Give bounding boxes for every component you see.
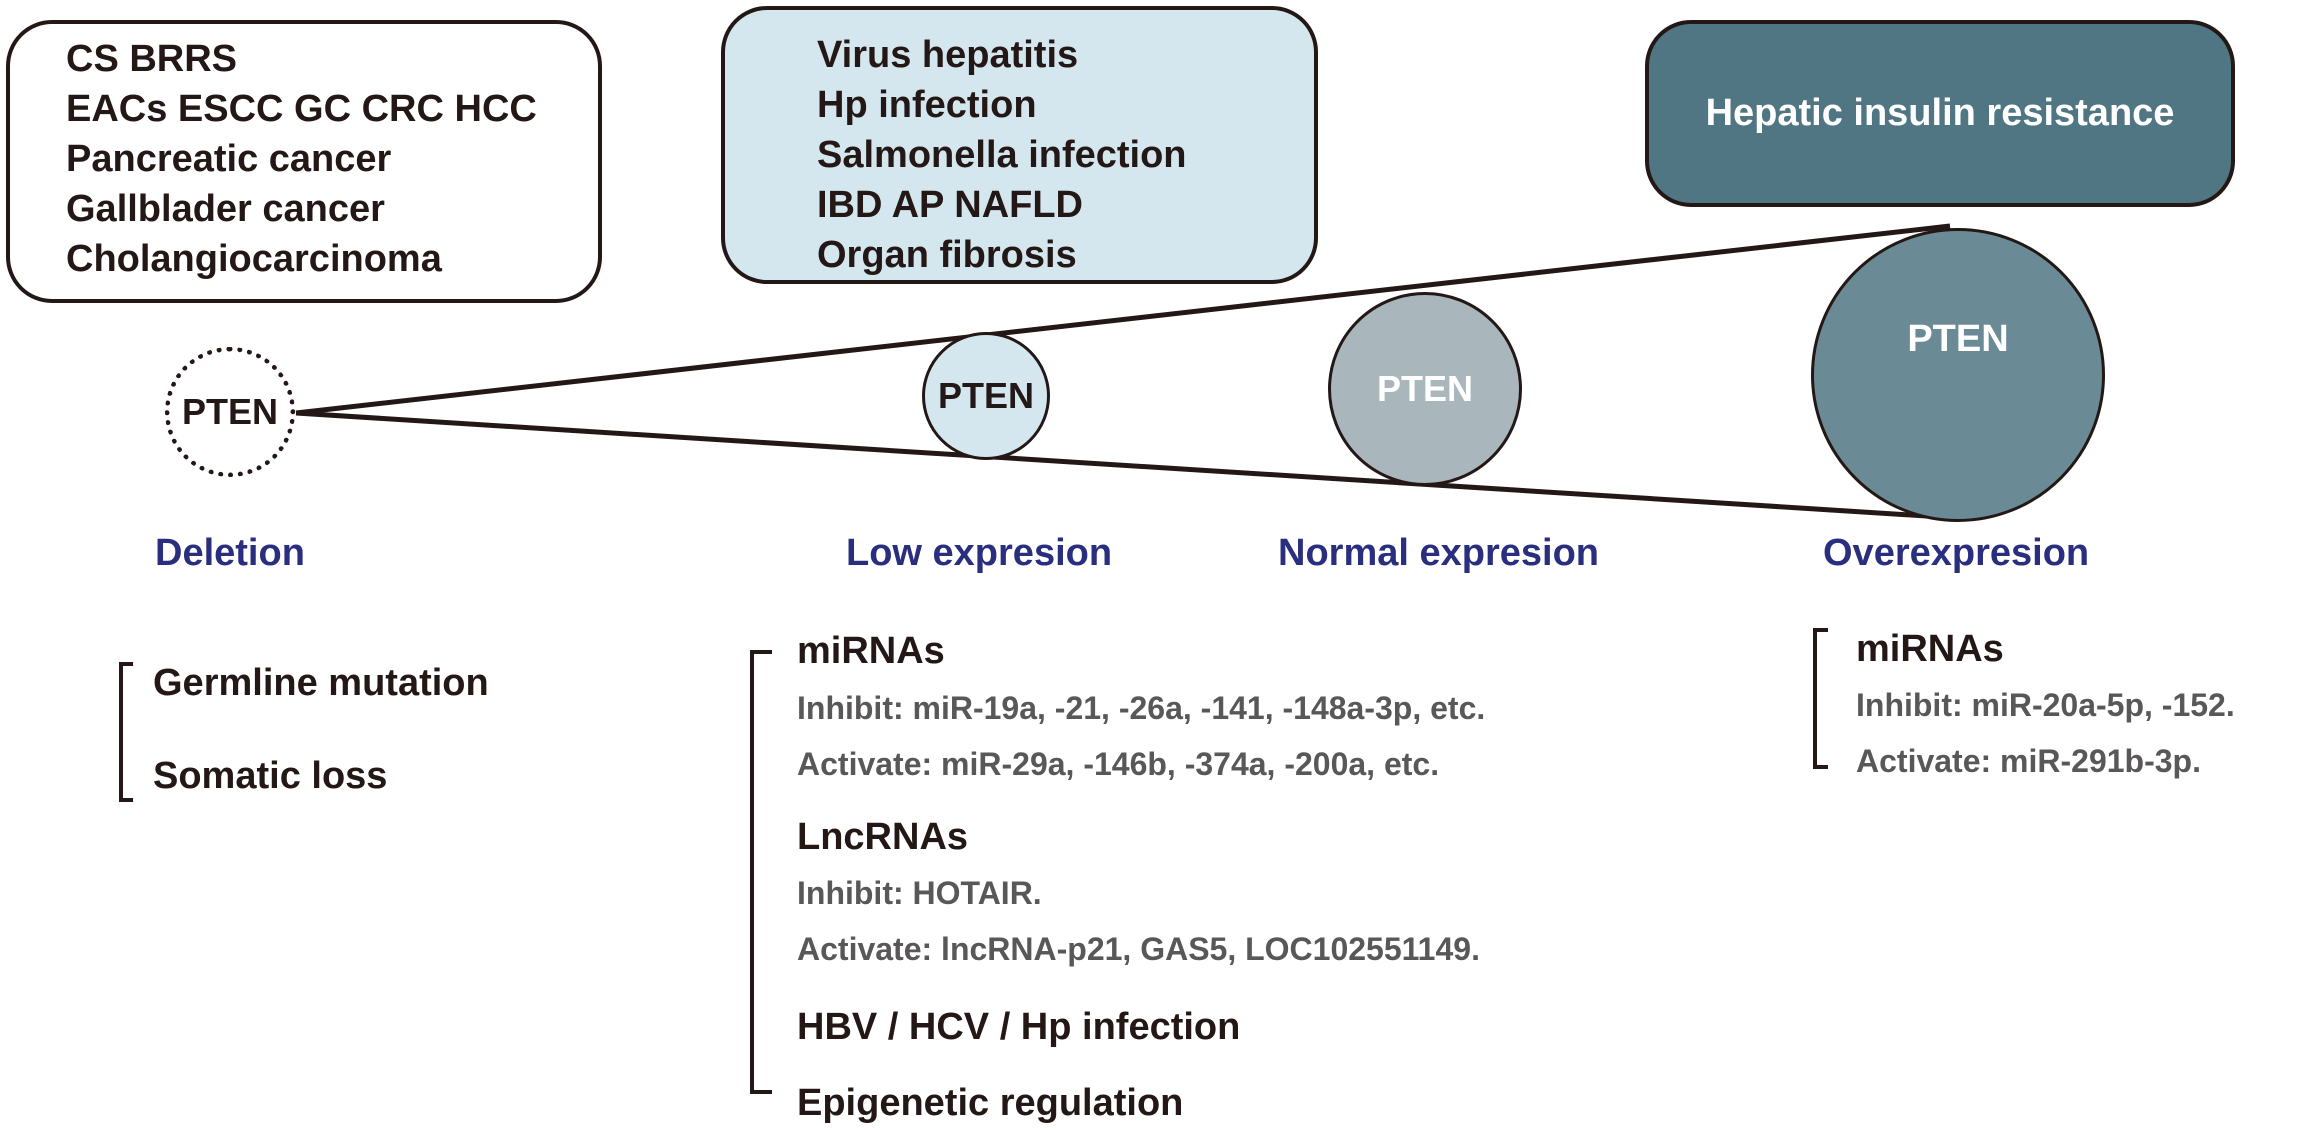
low-lncrnas-inhibit: Inhibit: HOTAIR. [797,875,1042,911]
pten-normal-label: PTEN [1376,368,1473,409]
cancer-types-box: CS BRRS EACs ESCC GC CRC HCC Pancreatic … [6,20,602,303]
wedge-upper-line [295,223,1951,416]
pten-low-node: PTEN [922,332,1050,460]
cancer-line: EACs ESCC GC CRC HCC [66,88,537,130]
germline-mutation-label: Germline mutation [153,662,489,704]
over-mirnas-title: miRNAs [1856,628,2004,670]
cancer-line: Cholangiocarcinoma [66,238,442,280]
infection-label: HBV / HCV / Hp infection [797,1006,1241,1048]
pten-deletion-node: PTEN [165,347,295,477]
pten-normal-node: PTEN [1328,292,1522,486]
over-mirnas-inhibit: Inhibit: miR-20a-5p, -152. [1856,687,2235,723]
low-mirnas-inhibit: Inhibit: miR-19a, -21, -26a, -141, -148a… [797,690,1486,726]
low-lncrnas-activate: Activate: lncRNA-p21, GAS5, LOC102551149… [797,931,1480,967]
over-mirnas-activate: Activate: miR-291b-3p. [1856,743,2201,779]
disease-line: IBD AP NAFLD [817,184,1083,226]
disease-box: Virus hepatitis Hp infection Salmonella … [721,6,1318,284]
somatic-loss-label: Somatic loss [153,755,388,797]
cancer-line: Pancreatic cancer [66,138,392,180]
insulin-resistance-label: Hepatic insulin resistance [1705,92,2175,134]
pten-deletion-label: PTEN [181,391,278,432]
stage-deletion-label: Deletion [155,532,305,574]
pten-over-node: PTEN [1811,228,2105,522]
low-expression-bracket [750,650,772,1094]
stage-low-label: Low expresion [846,532,1113,574]
insulin-resistance-box: Hepatic insulin resistance [1645,20,2235,207]
cancer-line: CS BRRS [66,38,238,80]
stage-over-label: Overexpresion [1823,532,2090,574]
disease-line: Hp infection [817,84,1037,126]
low-mirnas-title: miRNAs [797,630,945,672]
low-mirnas-activate: Activate: miR-29a, -146b, -374a, -200a, … [797,746,1440,782]
disease-line: Salmonella infection [817,134,1187,176]
stage-normal-label: Normal expresion [1278,532,1599,574]
cancer-line: Gallblader cancer [66,188,385,230]
epigenetic-label: Epigenetic regulation [797,1082,1184,1124]
deletion-bracket [119,662,133,802]
disease-line: Virus hepatitis [817,34,1079,76]
low-lncrnas-title: LncRNAs [797,816,969,858]
wedge-lower-line [295,410,1959,521]
disease-line: Organ fibrosis [817,234,1077,276]
pten-over-label: PTEN [1907,318,2009,360]
pten-low-label: PTEN [937,375,1034,416]
overexpression-bracket [1813,628,1828,769]
